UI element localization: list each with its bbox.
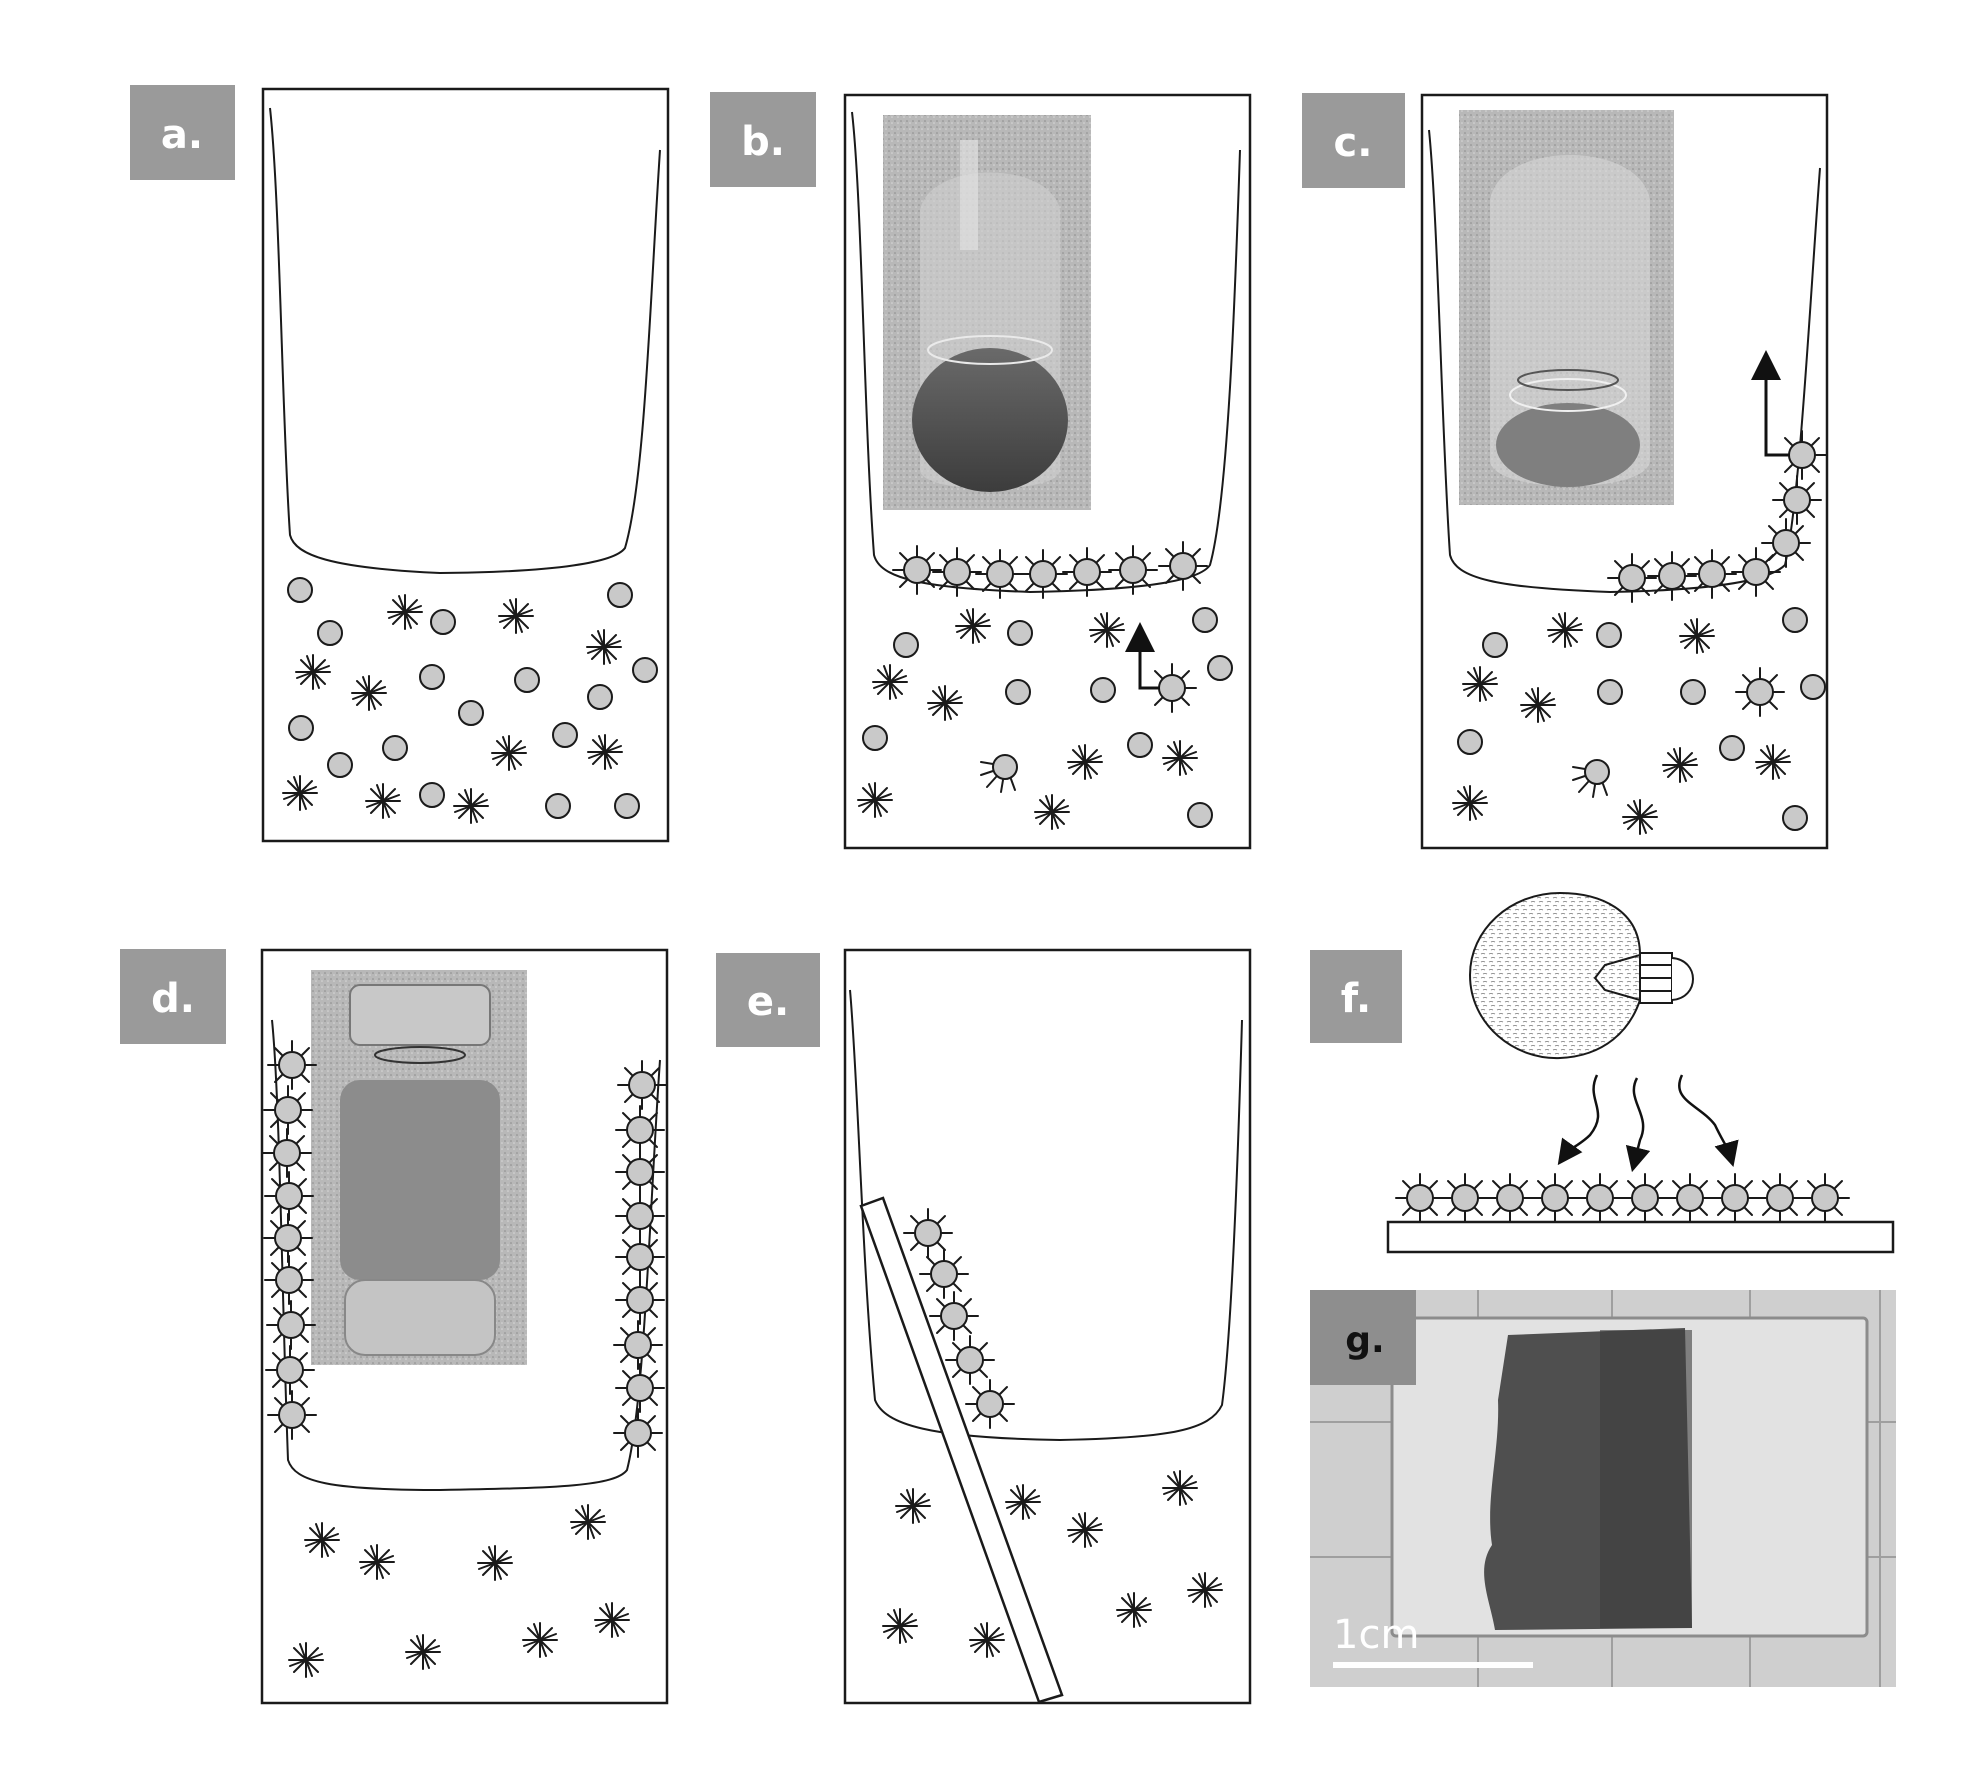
right-wall-particles xyxy=(614,1061,666,1457)
nanoparticles xyxy=(863,608,1232,827)
vial-photo xyxy=(883,115,1091,510)
panel-a: a. xyxy=(130,85,668,841)
panel-f: f. xyxy=(1310,893,1893,1252)
panel-label-e: e. xyxy=(747,979,789,1025)
light-bulb-icon xyxy=(1470,893,1693,1058)
particle-film xyxy=(1396,1174,1849,1222)
scale-bar xyxy=(1333,1662,1533,1668)
left-wall-particles xyxy=(263,1041,316,1439)
panel-label-d: d. xyxy=(151,976,195,1022)
half-coated-particle xyxy=(1573,760,1609,797)
substrate xyxy=(1388,1222,1893,1252)
particle-monolayer xyxy=(893,542,1207,598)
panel-label-b: b. xyxy=(741,119,785,165)
scale-bar-label: 1cm xyxy=(1333,1612,1419,1658)
vial-outline xyxy=(850,990,1242,1440)
panel-label-g: g. xyxy=(1345,1320,1384,1361)
panel-d: d. xyxy=(120,949,667,1703)
panel-label-f: f. xyxy=(1341,976,1371,1022)
half-coated-particle xyxy=(981,755,1017,792)
panel-e: e. xyxy=(716,950,1250,1703)
container-frame xyxy=(263,89,668,841)
vial-photo xyxy=(1459,110,1674,505)
panel-label-c: c. xyxy=(1334,120,1373,166)
panel-label-a: a. xyxy=(161,112,203,158)
surfactant-stars xyxy=(289,1505,629,1677)
film-gradient xyxy=(1600,1330,1692,1628)
jar-photo xyxy=(311,970,527,1365)
panel-c: c. xyxy=(1302,93,1827,848)
functionalized-particle xyxy=(1736,668,1784,716)
surfactant-stars xyxy=(883,1471,1222,1657)
vial-outline xyxy=(270,108,660,573)
panel-b: b. xyxy=(710,92,1250,848)
nanoparticles xyxy=(288,578,657,818)
nanoparticles xyxy=(1458,608,1825,830)
up-arrow-icon xyxy=(1766,365,1790,455)
panel-g: g. 1cm xyxy=(1310,1290,1896,1687)
wavy-arrow-icon xyxy=(1565,1075,1730,1160)
up-arrow-icon xyxy=(1140,637,1160,688)
